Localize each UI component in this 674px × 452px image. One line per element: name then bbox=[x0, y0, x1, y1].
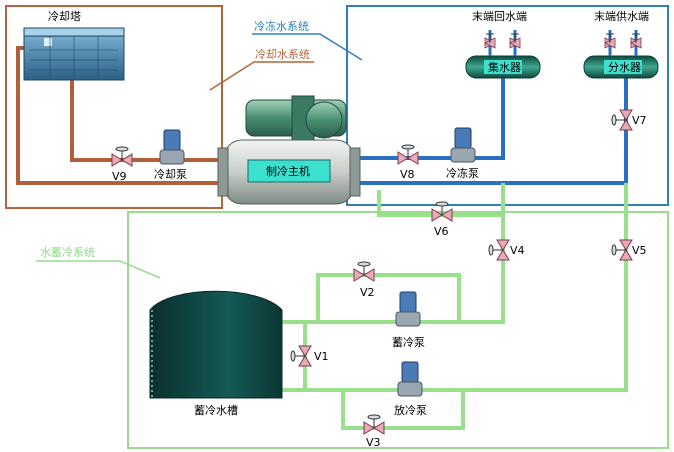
valve-v8-label: V8 bbox=[400, 168, 415, 181]
chilled-pump-label: 冷冻泵 bbox=[446, 166, 479, 180]
valve-v4-label: V4 bbox=[510, 244, 525, 257]
storage-tank bbox=[149, 290, 283, 399]
terminal-supply-label: 末端供水端 bbox=[594, 9, 649, 23]
storage-system-label: 水蓄冷系统 bbox=[40, 246, 95, 259]
valve-v3[interactable] bbox=[363, 414, 385, 435]
chilled-label-leader bbox=[252, 33, 363, 61]
valve-v1[interactable] bbox=[290, 345, 312, 367]
terminal-return-label: 末端回水端 bbox=[472, 9, 527, 23]
valve-v5[interactable] bbox=[611, 239, 633, 261]
chilled-system-label: 冷冻水系统 bbox=[254, 19, 309, 33]
valve-v4[interactable] bbox=[488, 239, 510, 261]
valve-v9-label: V9 bbox=[112, 170, 127, 183]
valve-v3-label: V3 bbox=[366, 436, 381, 449]
valve-v6-label: V6 bbox=[434, 225, 449, 238]
discharge-pump bbox=[397, 361, 423, 397]
discharge-pump-label: 放冷泵 bbox=[394, 403, 427, 417]
collector-header bbox=[465, 30, 541, 79]
cooling-system-frame bbox=[5, 5, 223, 209]
cooling-pump-label: 冷却泵 bbox=[154, 168, 187, 181]
cooling-tower bbox=[23, 27, 125, 81]
charge-pump-label: 蓄冷泵 bbox=[392, 336, 425, 349]
storage-tank-label: 蓄冷水槽 bbox=[194, 404, 238, 417]
cooling-tower-label: 冷却塔 bbox=[48, 10, 81, 23]
chiller-label: 制冷主机 bbox=[266, 164, 310, 178]
valve-v7[interactable] bbox=[611, 109, 633, 131]
distributor-label: 分水器 bbox=[608, 61, 641, 74]
storage-water-pipes bbox=[282, 183, 628, 430]
terminal-valve-stems bbox=[486, 33, 640, 43]
chilled-pump bbox=[450, 127, 476, 163]
chilled-water-pipes bbox=[355, 76, 628, 185]
chiller-unit bbox=[217, 95, 361, 205]
valve-v7-label: V7 bbox=[632, 114, 647, 127]
valve-v5-label: V5 bbox=[632, 244, 647, 257]
valve-v8[interactable] bbox=[397, 144, 419, 165]
valve-v9[interactable] bbox=[111, 146, 133, 167]
valve-v6[interactable] bbox=[431, 201, 453, 222]
valve-v2-label: V2 bbox=[360, 286, 375, 299]
cooling-system-label: 冷却水系统 bbox=[255, 48, 310, 61]
charge-pump bbox=[395, 291, 421, 327]
collector-label: 集水器 bbox=[488, 60, 521, 74]
valve-v1-label: V1 bbox=[314, 350, 329, 363]
storage-label-leader bbox=[36, 260, 161, 279]
chilled-system-frame bbox=[346, 5, 669, 206]
cooling-pump bbox=[159, 129, 185, 165]
terminal-valves bbox=[484, 37, 642, 49]
cooling-label-leader bbox=[209, 61, 314, 91]
storage-system-frame bbox=[127, 211, 669, 449]
valve-v2[interactable] bbox=[353, 261, 375, 282]
